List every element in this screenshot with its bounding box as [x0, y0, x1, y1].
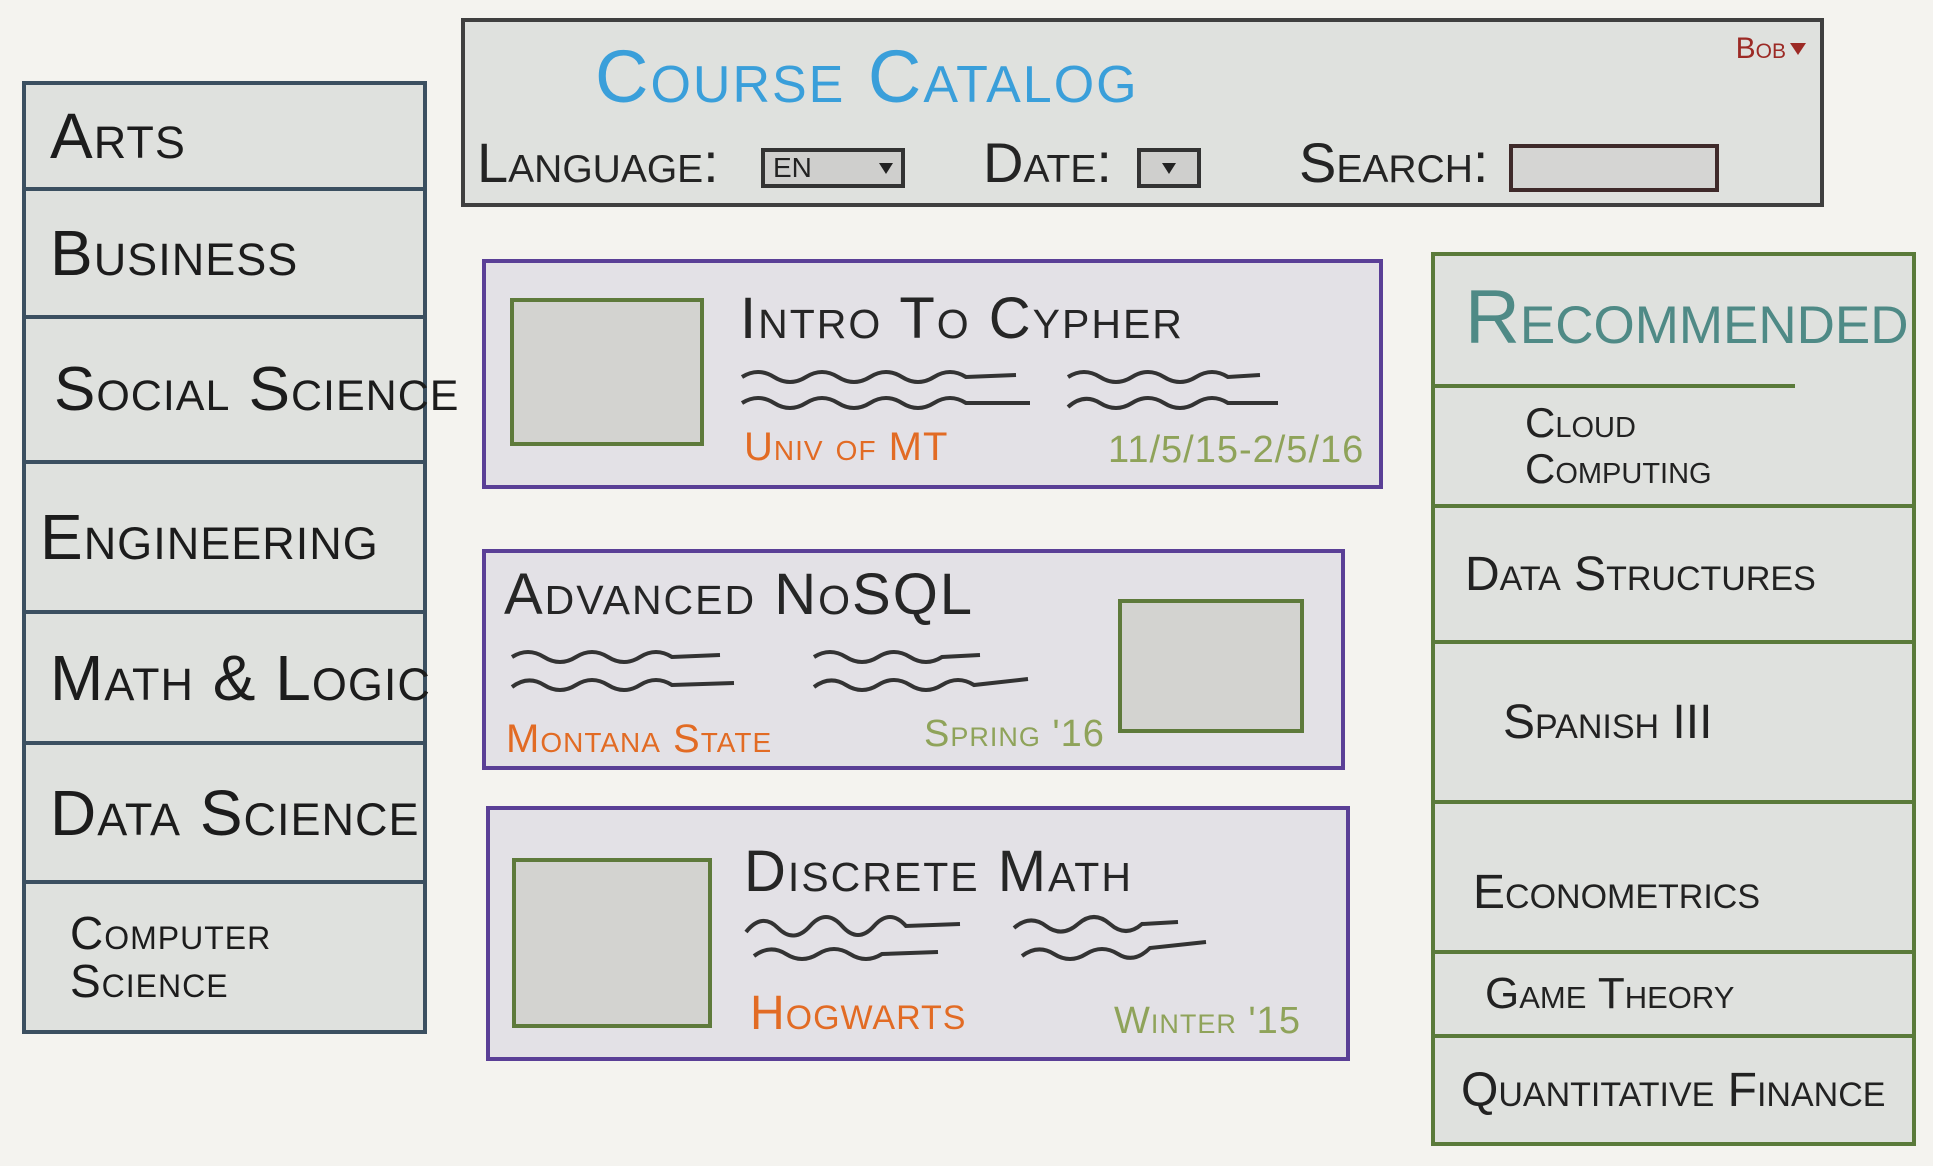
sidebar-item-business[interactable]: Business: [26, 191, 423, 319]
user-menu[interactable]: Bob: [1736, 32, 1806, 66]
sidebar-item-label: Business: [50, 217, 299, 289]
chevron-down-icon: [1790, 43, 1806, 55]
search-input[interactable]: [1509, 144, 1719, 192]
sidebar-item-label: Social Science: [54, 355, 460, 424]
recommended-panel: Recommended Cloud Computing Data Structu…: [1431, 252, 1916, 1146]
language-select[interactable]: EN: [761, 148, 905, 188]
recommended-item-label: Spanish III: [1503, 695, 1713, 749]
date-select[interactable]: [1137, 148, 1201, 188]
course-title: Advanced NoSQL: [504, 562, 975, 627]
course-term: Spring '16: [924, 713, 1105, 755]
catalog-header: Course Catalog Bob Language: EN Date: Se…: [461, 18, 1824, 207]
course-thumbnail: [512, 858, 712, 1028]
chevron-down-icon: [879, 162, 893, 174]
sidebar-item-math-logic[interactable]: Math & Logic: [26, 614, 430, 745]
recommended-item-quantitative-finance[interactable]: Quantitative Finance: [1435, 1034, 1912, 1142]
sidebar-item-label: Computer Science: [70, 906, 272, 1007]
recommended-item-game-theory[interactable]: Game Theory: [1435, 950, 1912, 1034]
date-label: Date:: [983, 131, 1112, 194]
description-placeholder: [744, 915, 1207, 961]
course-title: Discrete Math: [744, 839, 1133, 904]
course-provider: Hogwarts: [750, 987, 967, 1040]
course-card[interactable]: Intro To Cypher Univ of MT 11/5/15-2/5/1…: [482, 259, 1383, 489]
recommended-item-label: Econometrics: [1473, 865, 1761, 919]
course-thumbnail: [510, 298, 704, 446]
course-provider: Univ of MT: [744, 425, 949, 469]
chevron-down-icon: [1162, 162, 1176, 174]
recommended-item-econometrics[interactable]: Econometrics: [1435, 800, 1912, 950]
course-provider: Montana State: [506, 717, 773, 761]
course-card[interactable]: Advanced NoSQL Montana State Spring '16: [482, 549, 1345, 770]
language-label: Language:: [477, 131, 719, 194]
sidebar-item-label: Engineering: [40, 501, 379, 573]
recommended-item-label: Cloud Computing: [1525, 398, 1712, 492]
page-title: Course Catalog: [595, 35, 1139, 118]
description-placeholder: [510, 650, 1029, 692]
sidebar-item-label: Data Science: [50, 776, 420, 849]
recommended-item-data-structures[interactable]: Data Structures: [1435, 504, 1912, 640]
course-title: Intro To Cypher: [740, 286, 1184, 351]
course-card[interactable]: Discrete Math Hogwarts Winter '15: [486, 806, 1350, 1061]
recommended-title: Recommended: [1465, 275, 1909, 360]
recommended-item-spanish-iii[interactable]: Spanish III: [1435, 640, 1912, 800]
recommended-item-cloud-computing[interactable]: Cloud Computing: [1435, 384, 1795, 504]
recommended-item-label: Quantitative Finance: [1461, 1063, 1886, 1117]
description-placeholder: [740, 370, 1278, 410]
course-thumbnail: [1118, 599, 1304, 733]
course-term: 11/5/15-2/5/16: [1108, 429, 1365, 471]
sidebar-item-computer-science[interactable]: Computer Science: [26, 884, 326, 1030]
category-sidebar: Arts Business Social Science Engineering…: [22, 81, 458, 1034]
sidebar-item-data-science[interactable]: Data Science: [26, 745, 423, 884]
search-label: Search:: [1299, 131, 1489, 194]
sidebar-item-social-science[interactable]: Social Science: [26, 319, 458, 464]
sidebar-item-arts[interactable]: Arts: [26, 85, 423, 191]
course-term: Winter '15: [1114, 1000, 1301, 1042]
language-value: EN: [773, 152, 812, 183]
sidebar-item-engineering[interactable]: Engineering: [26, 464, 423, 614]
user-name: Bob: [1735, 32, 1786, 65]
sidebar-item-label: Arts: [50, 100, 186, 172]
recommended-item-label: Data Structures: [1465, 547, 1816, 601]
recommended-item-label: Game Theory: [1485, 969, 1735, 1018]
sidebar-item-label: Math & Logic: [50, 641, 431, 714]
